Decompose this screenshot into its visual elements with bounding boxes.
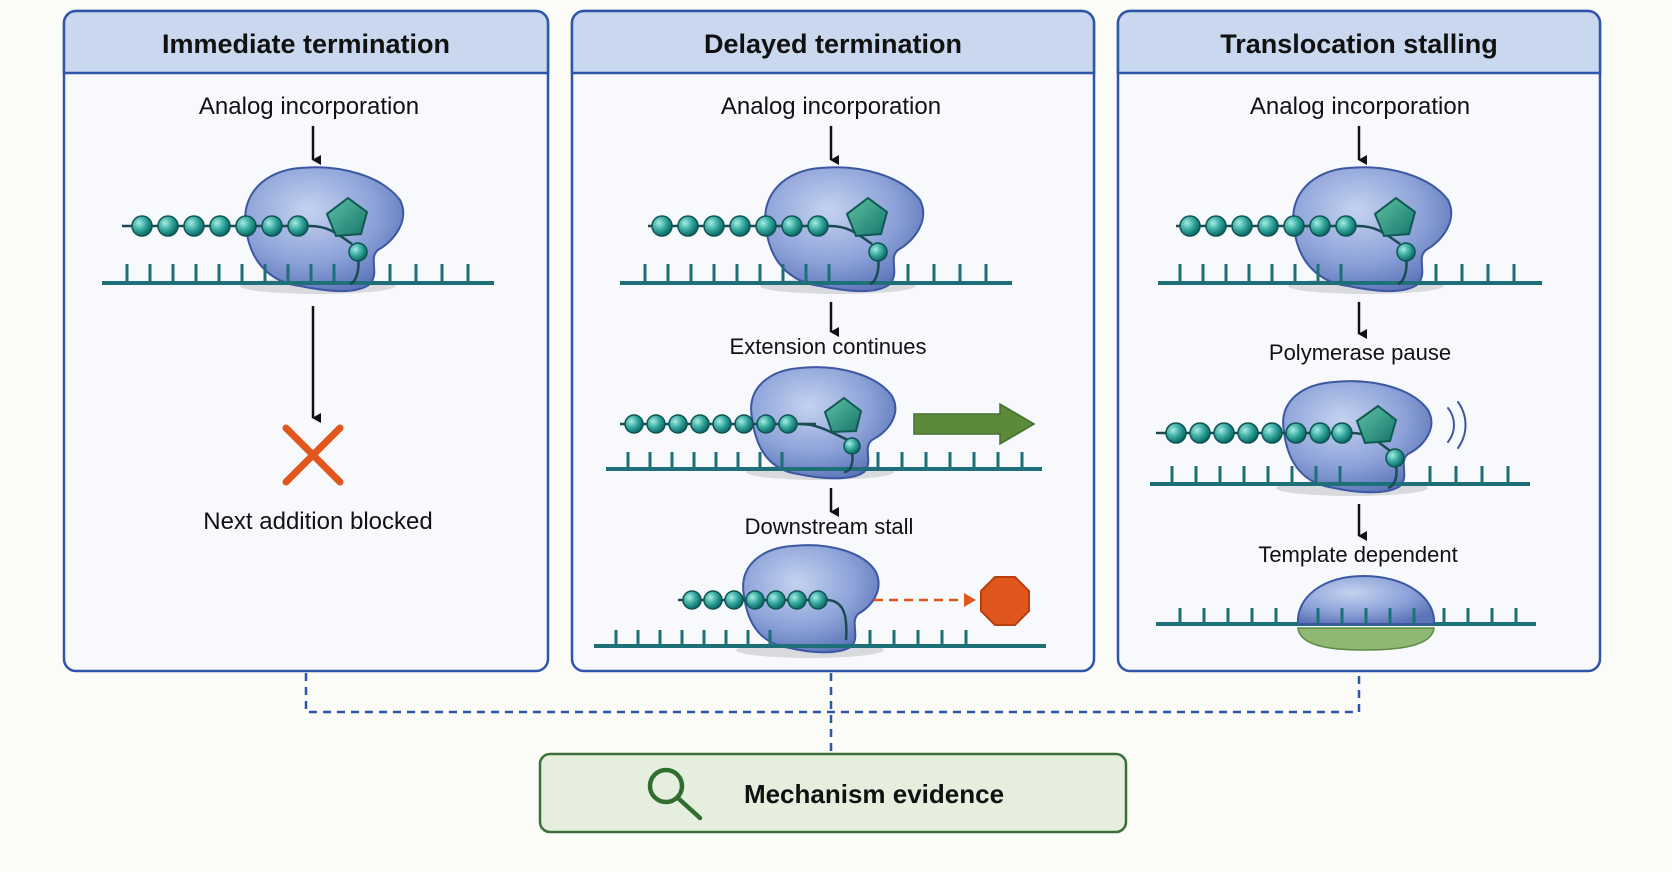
- step-label: Template dependent: [1258, 542, 1457, 567]
- blocked-x-icon: [282, 424, 344, 486]
- polymerase-complex: [606, 366, 1042, 480]
- panel-header: [1116, 9, 1602, 75]
- analog-nucleotide-icon: [1355, 404, 1398, 445]
- nascent-strand-beads: [624, 414, 798, 434]
- polymerase-icon: [1296, 574, 1436, 625]
- panel-title: Translocation stalling: [1220, 29, 1498, 59]
- analog-nucleotide-icon: [823, 396, 863, 434]
- analog-nucleotide-icon: [325, 196, 369, 238]
- step-label: Analog incorporation: [199, 93, 419, 120]
- nascent-strand-beads: [682, 590, 828, 610]
- polymerase-complex: [102, 166, 494, 294]
- nascent-strand-beads: [1179, 215, 1357, 237]
- panel-title: Immediate termination: [162, 29, 450, 59]
- dashed-connectors: [304, 673, 1361, 752]
- panel-header: [570, 9, 1096, 75]
- step-label: Analog incorporation: [1250, 93, 1470, 120]
- panel-delayed-termination: Delayed termination Analog incorporation: [570, 9, 1096, 673]
- magnifier-icon: [647, 767, 703, 821]
- forward-arrow-icon: [913, 402, 1036, 446]
- evidence-frame: [538, 752, 1128, 834]
- polymerase-complex: [1150, 380, 1530, 496]
- step-label: Polymerase pause: [1269, 340, 1451, 365]
- polymerase-complex: [594, 544, 1046, 658]
- step-label: Extension continues: [730, 334, 927, 359]
- polymerase-complex: [620, 166, 1012, 294]
- nascent-strand-beads: [131, 215, 309, 237]
- step-label: Next addition blocked: [203, 508, 432, 535]
- panel-title: Delayed termination: [704, 29, 962, 59]
- step-label: Analog incorporation: [721, 93, 941, 120]
- nascent-strand-beads: [1165, 422, 1353, 444]
- panel-immediate-termination: Immediate termination Analog incorporati…: [62, 9, 550, 673]
- evidence-label: Mechanism evidence: [744, 779, 1004, 809]
- mechanism-evidence-box: Mechanism evidence: [538, 752, 1128, 834]
- template-bound-region: [1297, 627, 1435, 651]
- analog-nucleotide-icon: [845, 196, 889, 238]
- analog-nucleotide-icon: [1373, 196, 1417, 238]
- polymerase-complex: [1156, 574, 1536, 651]
- vibration-lines-icon: [1447, 401, 1467, 449]
- panel-translocation-stalling: Translocation stalling Analog incorporat…: [1116, 9, 1602, 673]
- polymerase-complex: [1158, 166, 1542, 294]
- panel-header: [62, 9, 550, 75]
- step-label: Downstream stall: [745, 514, 914, 539]
- stop-sign-icon: [980, 576, 1030, 626]
- template-ticks: [125, 264, 470, 283]
- nascent-strand-beads: [651, 215, 829, 237]
